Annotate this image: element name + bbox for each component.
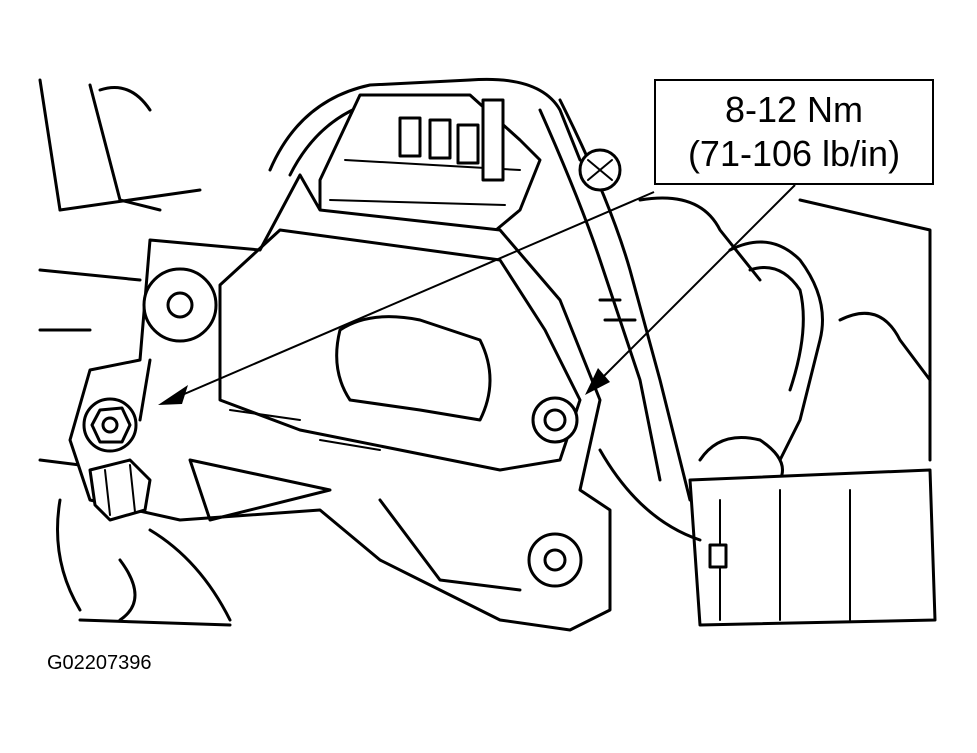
leader-arrows [158,184,796,405]
arrow-head-left [158,385,188,405]
bolt-left-torque [82,397,138,453]
bolt-lower-right [527,532,583,588]
bolt-center-torque [531,396,579,444]
bolt-upper-left [142,267,218,343]
torque-metric-label: 8-12 Nm [724,89,864,130]
bolt-top-right [578,148,622,192]
torque-callout: 8-12 Nm (71-106 lb/in) [654,79,934,185]
torque-imperial-label: (71-106 lb/in) [687,133,901,174]
electrical-connector [318,93,542,237]
background-left-structure [38,78,232,627]
bolt-lower-left [88,458,152,522]
background-right-structure [598,196,937,627]
figure-id-label: G02207396 [47,652,152,674]
arrow-head-center [585,368,610,395]
